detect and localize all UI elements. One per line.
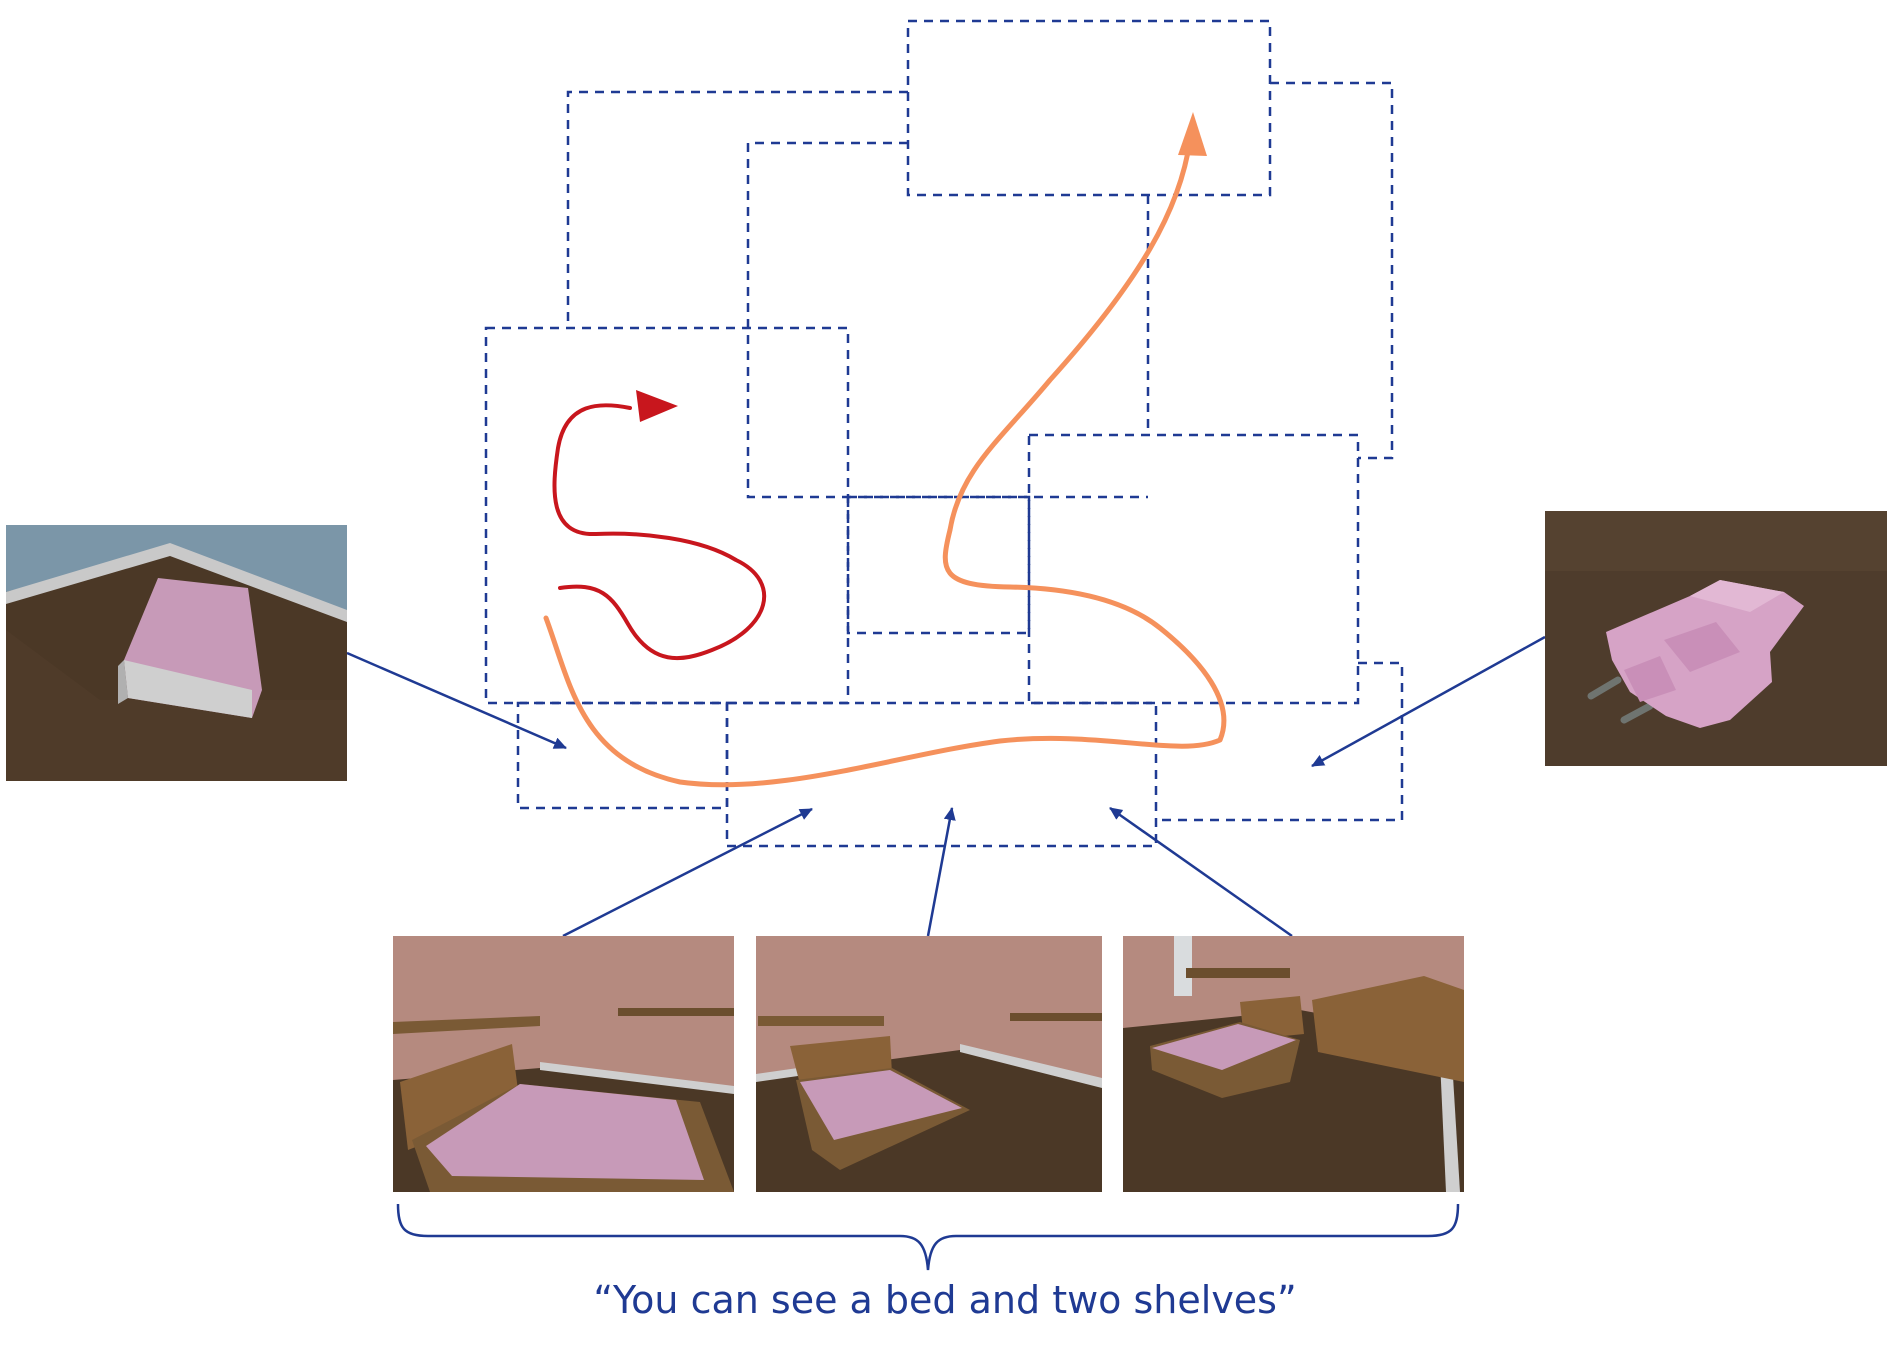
short-trajectory-arrowhead: [636, 390, 678, 422]
bed-mattress: [1152, 1024, 1296, 1070]
table-shape: [1312, 976, 1464, 1082]
pointer-line-bottom-3: [1109, 806, 1293, 938]
grouping-brace: [396, 1203, 1460, 1271]
room-outlines: [484, 19, 1404, 848]
bed-view-2-thumbnail: [756, 936, 1102, 1192]
room-outline: [1156, 661, 1404, 822]
bed-headboard: [400, 1044, 520, 1150]
room-outline: [725, 701, 1158, 848]
bed-mattress: [800, 1070, 962, 1140]
room-outline: [1027, 433, 1360, 705]
room-outline: [846, 495, 1031, 635]
trajectories: [543, 112, 1227, 788]
bed-mattress: [426, 1084, 704, 1180]
room-outline: [906, 19, 1272, 197]
pointer-line-bottom-2: [926, 807, 956, 937]
pink-object-thumbnail: [1545, 511, 1887, 766]
pointer-line-bottom-1: [562, 807, 813, 938]
pointer-lines: [346, 635, 1546, 938]
scene-caption: “You can see a bed and two shelves”: [593, 1278, 1297, 1322]
room-outline: [484, 326, 850, 705]
pointer-line-left: [346, 651, 567, 750]
book-on-floor-thumbnail: [6, 525, 347, 781]
long-trajectory-path: [543, 137, 1227, 788]
room-outline: [566, 90, 908, 328]
room-outline: [1270, 81, 1394, 460]
room-outline: [746, 141, 1148, 499]
bed-view-3-thumbnail: [1123, 936, 1464, 1192]
bed-view-1-thumbnail: [393, 936, 734, 1192]
long-trajectory-arrowhead: [1178, 112, 1207, 156]
pointer-line-right: [1311, 635, 1546, 768]
short-trajectory-path: [552, 403, 767, 661]
